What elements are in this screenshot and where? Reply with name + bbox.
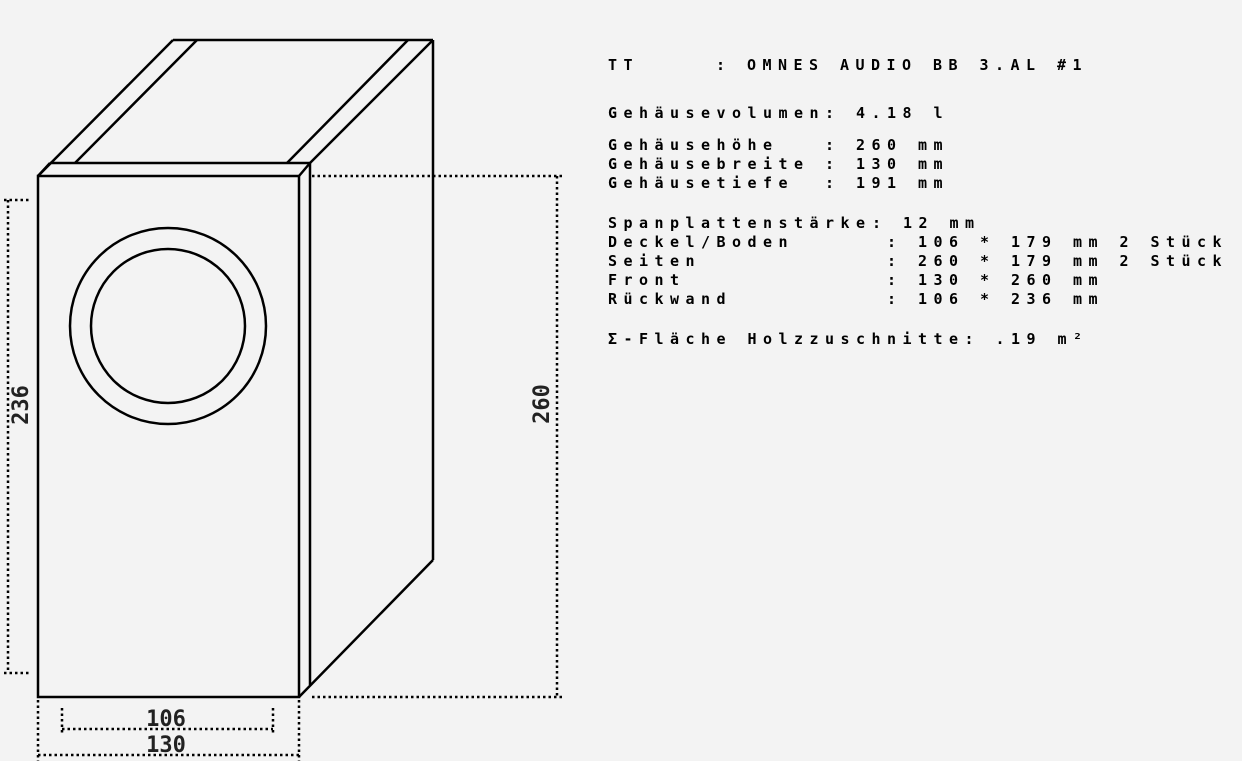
driver-cone xyxy=(89,247,247,405)
panel-value: : 106 * 179 mm 2 Stück xyxy=(887,233,1229,251)
panel-value: : 106 * 236 mm xyxy=(887,290,1105,308)
panel-value: : 260 * 179 mm 2 Stück xyxy=(887,252,1229,270)
width-value: : 130 mm xyxy=(825,155,950,173)
total-area-line: Σ-Fläche Holzzuschnitte: .19 m² xyxy=(608,330,1089,348)
panel-label: Seiten xyxy=(608,252,702,270)
dim-inner-height: 236 xyxy=(9,385,34,425)
panel-value: : 130 * 260 mm xyxy=(887,271,1105,289)
panel-label: Rückwand xyxy=(608,290,733,308)
dimension-lines xyxy=(4,174,562,761)
panel-label: Front xyxy=(608,271,686,289)
size-line: Gehäusebreite : 130 mm xyxy=(608,155,949,173)
enclosure-box xyxy=(36,38,435,699)
panel-line: Rückwand : 106 * 236 mm xyxy=(608,290,1104,308)
volume-line: Gehäusevolumen: 4.18 l xyxy=(608,104,949,122)
depth-value: : 191 mm xyxy=(825,174,950,192)
speaker-title-line: TT : OMNES AUDIO BB 3.AL #1 xyxy=(608,56,1088,74)
title-label: TT xyxy=(608,56,640,74)
height-value: : 260 mm xyxy=(825,136,950,154)
size-line: Gehäusetiefe : 191 mm xyxy=(608,174,949,192)
panel-line: Front : 130 * 260 mm xyxy=(608,271,1104,289)
title-value: : OMNES AUDIO BB 3.AL #1 xyxy=(716,56,1089,74)
volume-value: : 4.18 l xyxy=(825,104,950,122)
dim-height: 260 xyxy=(530,384,555,424)
size-line: Gehäusehöhe : 260 mm xyxy=(608,136,949,154)
panel-label: Deckel/Boden xyxy=(608,233,795,251)
front-panel xyxy=(36,174,301,699)
panel-label: Spanplattenstärke xyxy=(608,214,872,232)
panel-value: : 12 mm xyxy=(872,214,981,232)
volume-label: Gehäusevolumen xyxy=(608,104,826,122)
width-label: Gehäusebreite xyxy=(608,155,810,173)
depth-label: Gehäusetiefe xyxy=(608,174,795,192)
panel-line: Spanplattenstärke: 12 mm xyxy=(608,214,981,232)
panel-line: Seiten : 260 * 179 mm 2 Stück xyxy=(608,252,1228,270)
dim-inner-width: 106 xyxy=(146,707,186,732)
dim-front-width: 130 xyxy=(146,733,186,758)
panel-line: Deckel/Boden : 106 * 179 mm 2 Stück xyxy=(608,233,1228,251)
driver-outer-ring xyxy=(68,226,268,426)
height-label: Gehäusehöhe xyxy=(608,136,779,154)
